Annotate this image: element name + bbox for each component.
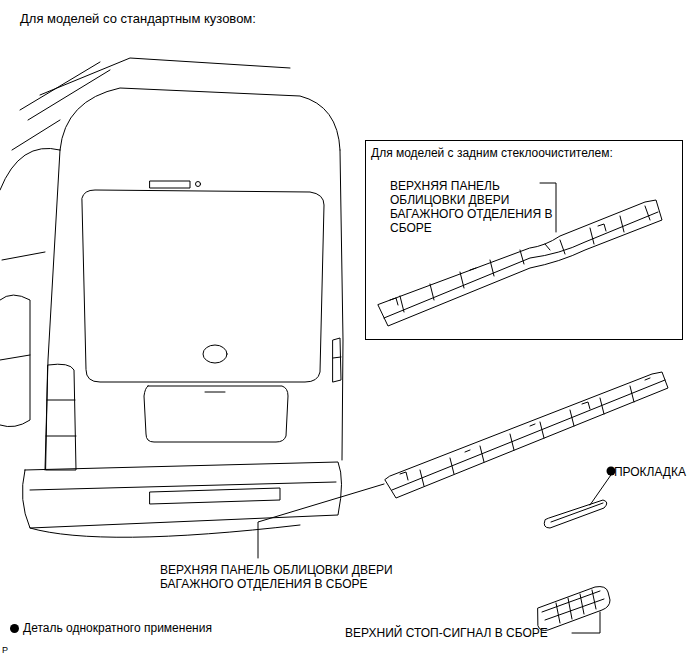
inset-box: Для моделей с задним стеклоочистителем: В… (365, 140, 683, 340)
legend-text: Деталь однократного применения (23, 621, 212, 635)
inset-heading: Для моделей с задним стеклоочистителем: (371, 146, 613, 160)
part-name: ВЕРХНЯЯ ПАНЕЛЬ ОБЛИЦОВКИ ДВЕРИ БАГАЖНОГО… (390, 179, 566, 235)
legend-row: Деталь однократного применения (10, 621, 212, 635)
diagram-title: Для моделей со стандартным кузовом: (20, 12, 256, 26)
figure-code: P (2, 645, 8, 656)
part-name: ПРОКЛАДКА (614, 465, 686, 479)
part-name: ВЕРХНЯЯ ПАНЕЛЬ ОБЛИЦОВКИ ДВЕРИ БАГАЖНОГО… (160, 563, 430, 591)
part-name: ВЕРХНИЙ СТОП-СИГНАЛ В СБОРЕ (345, 626, 548, 640)
legend-marker (10, 624, 19, 633)
